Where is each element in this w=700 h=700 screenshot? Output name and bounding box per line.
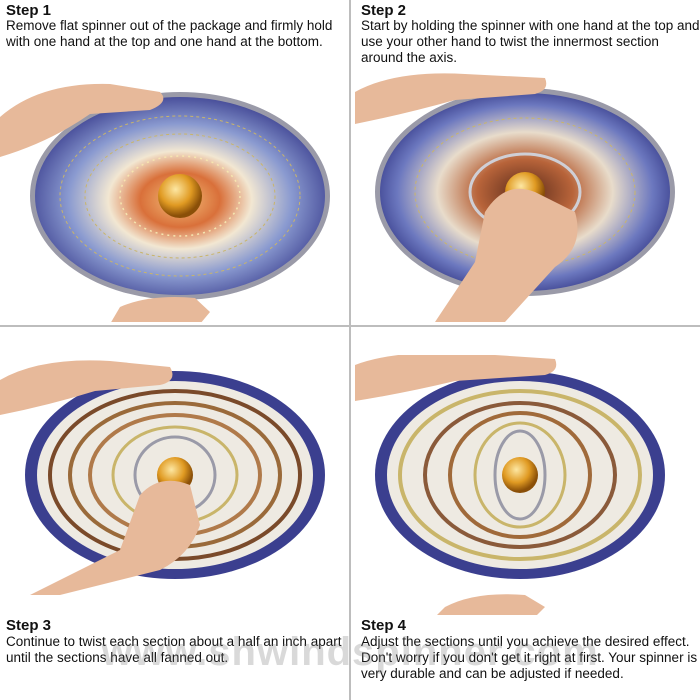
hand-twisting-icon [30,480,200,595]
step-3-text: Continue to twist each section about a h… [6,634,342,665]
hand-twisting-icon [435,188,578,322]
flat-spinner-illustration [0,83,330,322]
step-2-text: Start by holding the spinner with one ha… [361,18,700,65]
step-3-title: Step 3 [6,617,52,634]
step-1-title: Step 1 [6,2,52,19]
hand-bottom-icon [111,297,210,322]
hand-top-icon [355,73,547,124]
step-1-text: Remove flat spinner out of the package a… [6,18,333,49]
step-4-text: Adjust the sections until you achieve th… [361,634,698,681]
horizontal-divider [0,325,700,327]
spinner-ball-icon [502,457,538,493]
fanning-sections-illustration [0,360,325,595]
adjusted-spinner-illustration [355,355,665,615]
vertical-divider [349,0,351,700]
watermark: www.shwindspinner.com [101,630,599,674]
hand-top-icon [355,355,557,401]
hand-bottom-icon [437,594,545,615]
step-2-panel: Step 2 Start by holding the spinner with… [355,0,700,345]
step-2-title: Step 2 [361,2,407,19]
twist-inner-illustration [355,73,675,322]
hand-top-icon [0,360,173,415]
step-3-panel: Step 3 Continue to twist each section ab… [0,355,345,700]
step-4-panel: Step 4 Adjust the sections until you ach… [355,355,700,700]
step-4-title: Step 4 [361,617,407,634]
spinner-ball-icon [158,174,202,218]
step-1-panel: Step 1 Remove flat spinner out of the pa… [0,0,345,345]
hand-top-icon [0,83,164,157]
